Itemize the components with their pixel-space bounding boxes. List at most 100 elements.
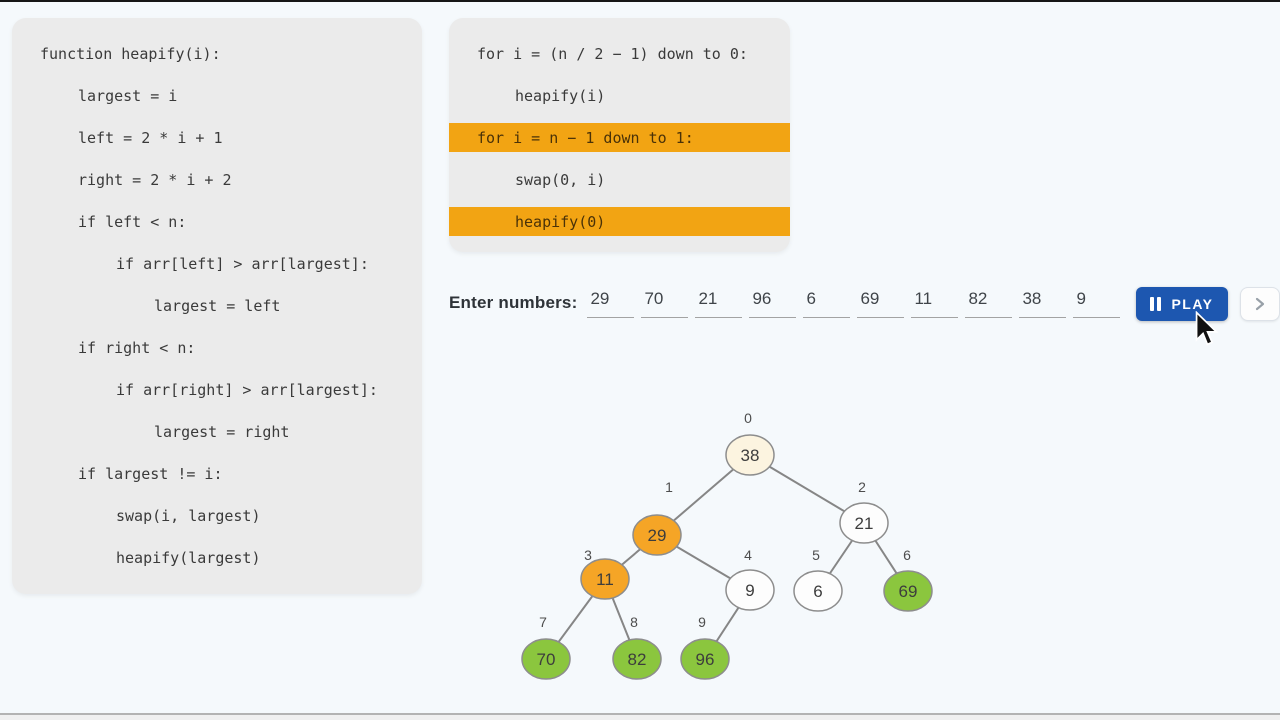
code-line-text: largest = right xyxy=(154,423,290,441)
tree-node-value: 29 xyxy=(648,526,667,545)
number-input-6[interactable] xyxy=(911,285,959,318)
tree-node-circle xyxy=(580,558,630,600)
tree-node-value: 38 xyxy=(741,446,760,465)
tree-node-index-label: 1 xyxy=(665,479,673,495)
code-line-text: if right < n: xyxy=(78,339,196,357)
code-line-text: left = 2 * i + 1 xyxy=(78,129,223,147)
code-line: left = 2 * i + 1 xyxy=(12,117,422,159)
number-input-2[interactable] xyxy=(695,285,743,318)
play-button-label: PLAY xyxy=(1171,296,1214,312)
tree-node-7: 70 7 xyxy=(521,614,571,680)
tree-node-circle xyxy=(725,569,775,611)
code-line: if right < n: xyxy=(12,327,422,369)
tree-node-1: 29 1 xyxy=(632,479,682,556)
tree-node-index-label: 0 xyxy=(744,410,752,426)
tree-node-8: 828 xyxy=(612,614,662,680)
tree-node-2: 21 2 xyxy=(839,479,889,544)
number-input-row: Enter numbers: xyxy=(449,285,1127,325)
bottom-letterbox-line xyxy=(0,713,1280,715)
play-button[interactable]: PLAY xyxy=(1136,287,1228,321)
tree-node-index-label: 7 xyxy=(539,614,547,630)
step-forward-button[interactable] xyxy=(1240,287,1280,321)
tree-node-4: 94 xyxy=(725,547,775,611)
enter-numbers-label: Enter numbers: xyxy=(449,293,578,312)
tree-node-value: 11 xyxy=(596,570,614,589)
code-line-text: largest = left xyxy=(154,297,281,315)
tree-node-circle xyxy=(680,638,730,680)
heapify-code-panel: function heapify(i): largest = i left = 2 … xyxy=(12,18,422,594)
tree-node-index-label: 4 xyxy=(744,547,752,563)
number-inputs xyxy=(587,285,1127,318)
tree-node-value: 21 xyxy=(855,514,874,533)
code-line: largest = i xyxy=(12,75,422,117)
tree-node-circle xyxy=(883,570,933,612)
tree-node-3: 113 xyxy=(580,547,630,600)
tree-node-circle xyxy=(612,638,662,680)
code-line: if arr[right] > arr[largest]: xyxy=(12,369,422,411)
top-letterbox-strip xyxy=(0,0,1280,2)
tree-node-index-label: 8 xyxy=(630,614,638,630)
code-line-text: if arr[left] > arr[largest]: xyxy=(116,255,369,273)
tree-node-circle xyxy=(725,434,775,476)
tree-node-index-label: 9 xyxy=(698,614,706,630)
tree-node-index-label: 2 xyxy=(858,479,866,495)
code-line: for i = (n / 2 − 1) down to 0: xyxy=(449,33,790,75)
tree-node-index-label: 3 xyxy=(584,547,592,563)
code-line-text: if left < n: xyxy=(78,213,187,231)
number-input-7[interactable] xyxy=(965,285,1013,318)
code-line: largest = left xyxy=(12,285,422,327)
tree-node-6: 69 6 xyxy=(883,547,933,612)
code-line-text: largest = i xyxy=(78,87,178,105)
mouse-cursor xyxy=(1195,311,1219,346)
tree-node-circle xyxy=(839,502,889,544)
number-input-0[interactable] xyxy=(587,285,635,318)
tree-node-value: 96 xyxy=(696,650,715,669)
tree-node-value: 6 xyxy=(813,582,822,601)
tree-node-value: 69 xyxy=(899,582,918,601)
number-input-5[interactable] xyxy=(857,285,905,318)
code-line-text: heapify(i) xyxy=(515,87,606,105)
number-input-4[interactable] xyxy=(803,285,851,318)
code-line-highlighted: for i = n − 1 down to 1: xyxy=(449,117,790,159)
tree-node-value: 9 xyxy=(745,581,754,600)
number-input-8[interactable] xyxy=(1019,285,1067,318)
code-line: if left < n: xyxy=(12,201,422,243)
code-line-text: if largest != i: xyxy=(78,465,223,483)
code-line-text: for i = (n / 2 − 1) down to 0: xyxy=(477,45,748,63)
code-line-text: function heapify(i): xyxy=(40,45,221,63)
code-line: if largest != i: xyxy=(12,453,422,495)
tree-node-index-label: 6 xyxy=(903,547,911,563)
code-line-text: right = 2 * i + 2 xyxy=(78,171,232,189)
code-line: largest = right xyxy=(12,411,422,453)
tree-node-circle xyxy=(793,570,843,612)
code-line: function heapify(i): xyxy=(12,33,422,75)
code-line: if arr[left] > arr[largest]: xyxy=(12,243,422,285)
tree-node-5: 65 xyxy=(793,547,843,612)
tree-node-circle xyxy=(632,514,682,556)
tree-node-9: 96 9 xyxy=(680,614,730,680)
tree-node-0: 38 0 xyxy=(725,410,775,476)
code-line-text: swap(0, i) xyxy=(515,171,606,189)
tree-node-value: 70 xyxy=(537,650,556,669)
number-input-3[interactable] xyxy=(749,285,797,318)
tree-node-circle xyxy=(521,638,571,680)
code-line: heapify(largest) xyxy=(12,537,422,579)
code-line-text: for i = n − 1 down to 1: xyxy=(477,129,694,147)
bottom-letterbox-strip xyxy=(0,715,1280,720)
code-line-highlighted: heapify(0) xyxy=(449,201,790,243)
code-line-text: swap(i, largest) xyxy=(116,507,261,525)
tree-node-index-label: 5 xyxy=(812,547,820,563)
code-line: swap(0, i) xyxy=(449,159,790,201)
chevron-right-icon xyxy=(1255,297,1265,311)
code-line: heapify(i) xyxy=(449,75,790,117)
pause-icon xyxy=(1150,297,1162,311)
number-input-1[interactable] xyxy=(641,285,689,318)
code-line: right = 2 * i + 2 xyxy=(12,159,422,201)
main-loop-code-panel: for i = (n / 2 − 1) down to 0: heapify(i)… xyxy=(449,18,790,252)
code-line-text: if arr[right] > arr[largest]: xyxy=(116,381,378,399)
code-line-text: heapify(largest) xyxy=(116,549,261,567)
code-line-text: heapify(0) xyxy=(515,213,606,231)
number-input-9[interactable] xyxy=(1073,285,1121,318)
code-line: swap(i, largest) xyxy=(12,495,422,537)
